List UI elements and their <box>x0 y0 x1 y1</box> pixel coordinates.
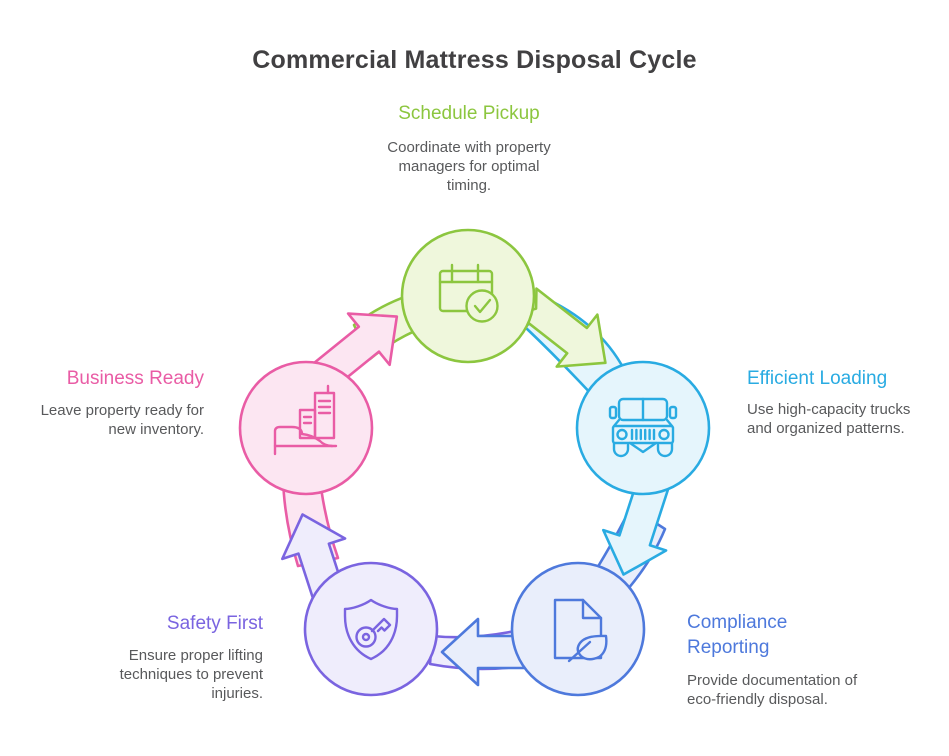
stage-block-efficient-loading: Efficient Loading Use high-capacity truc… <box>747 366 942 438</box>
stage-block-safety-first: Safety First Ensure proper lifting techn… <box>53 611 263 703</box>
stage-description-schedule-pickup: Coordinate with property managers for op… <box>387 139 551 194</box>
stage-label-safety-first: Safety First <box>166 613 263 634</box>
node-circle-business-ready <box>238 360 374 496</box>
building-bed-icon <box>273 384 338 456</box>
node-circle-schedule-pickup <box>400 228 536 364</box>
stage-description-business-ready: Leave property ready for new inventory. <box>40 402 204 438</box>
stage-block-business-ready: Business Ready Leave property ready for … <box>0 366 204 439</box>
document-leaf-icon <box>553 598 608 663</box>
node-circle-efficient-loading <box>575 360 711 496</box>
stage-description-efficient-loading: Use high-capacity trucks and organized p… <box>747 401 911 437</box>
stage-block-compliance-reporting: Compliance Reporting Provide documentati… <box>687 610 897 709</box>
shield-key-icon <box>343 598 399 661</box>
stage-description-safety-first: Ensure proper lifting techniques to prev… <box>119 647 263 702</box>
stage-label-efficient-loading: Efficient Loading <box>747 368 888 389</box>
node-circle-compliance-reporting <box>510 561 646 697</box>
stage-description-compliance-reporting: Provide documentation of eco-friendly di… <box>687 672 858 708</box>
calendar-check-icon <box>438 263 499 323</box>
stage-label-schedule-pickup: Schedule Pickup <box>398 103 540 124</box>
stage-label-compliance-reporting: Compliance Reporting <box>687 612 788 658</box>
page-title: Commercial Mattress Disposal Cycle <box>252 46 697 74</box>
stage-label-business-ready: Business Ready <box>66 368 204 389</box>
truck-icon <box>608 397 678 458</box>
stage-block-schedule-pickup: Schedule Pickup Coordinate with property… <box>319 101 619 195</box>
